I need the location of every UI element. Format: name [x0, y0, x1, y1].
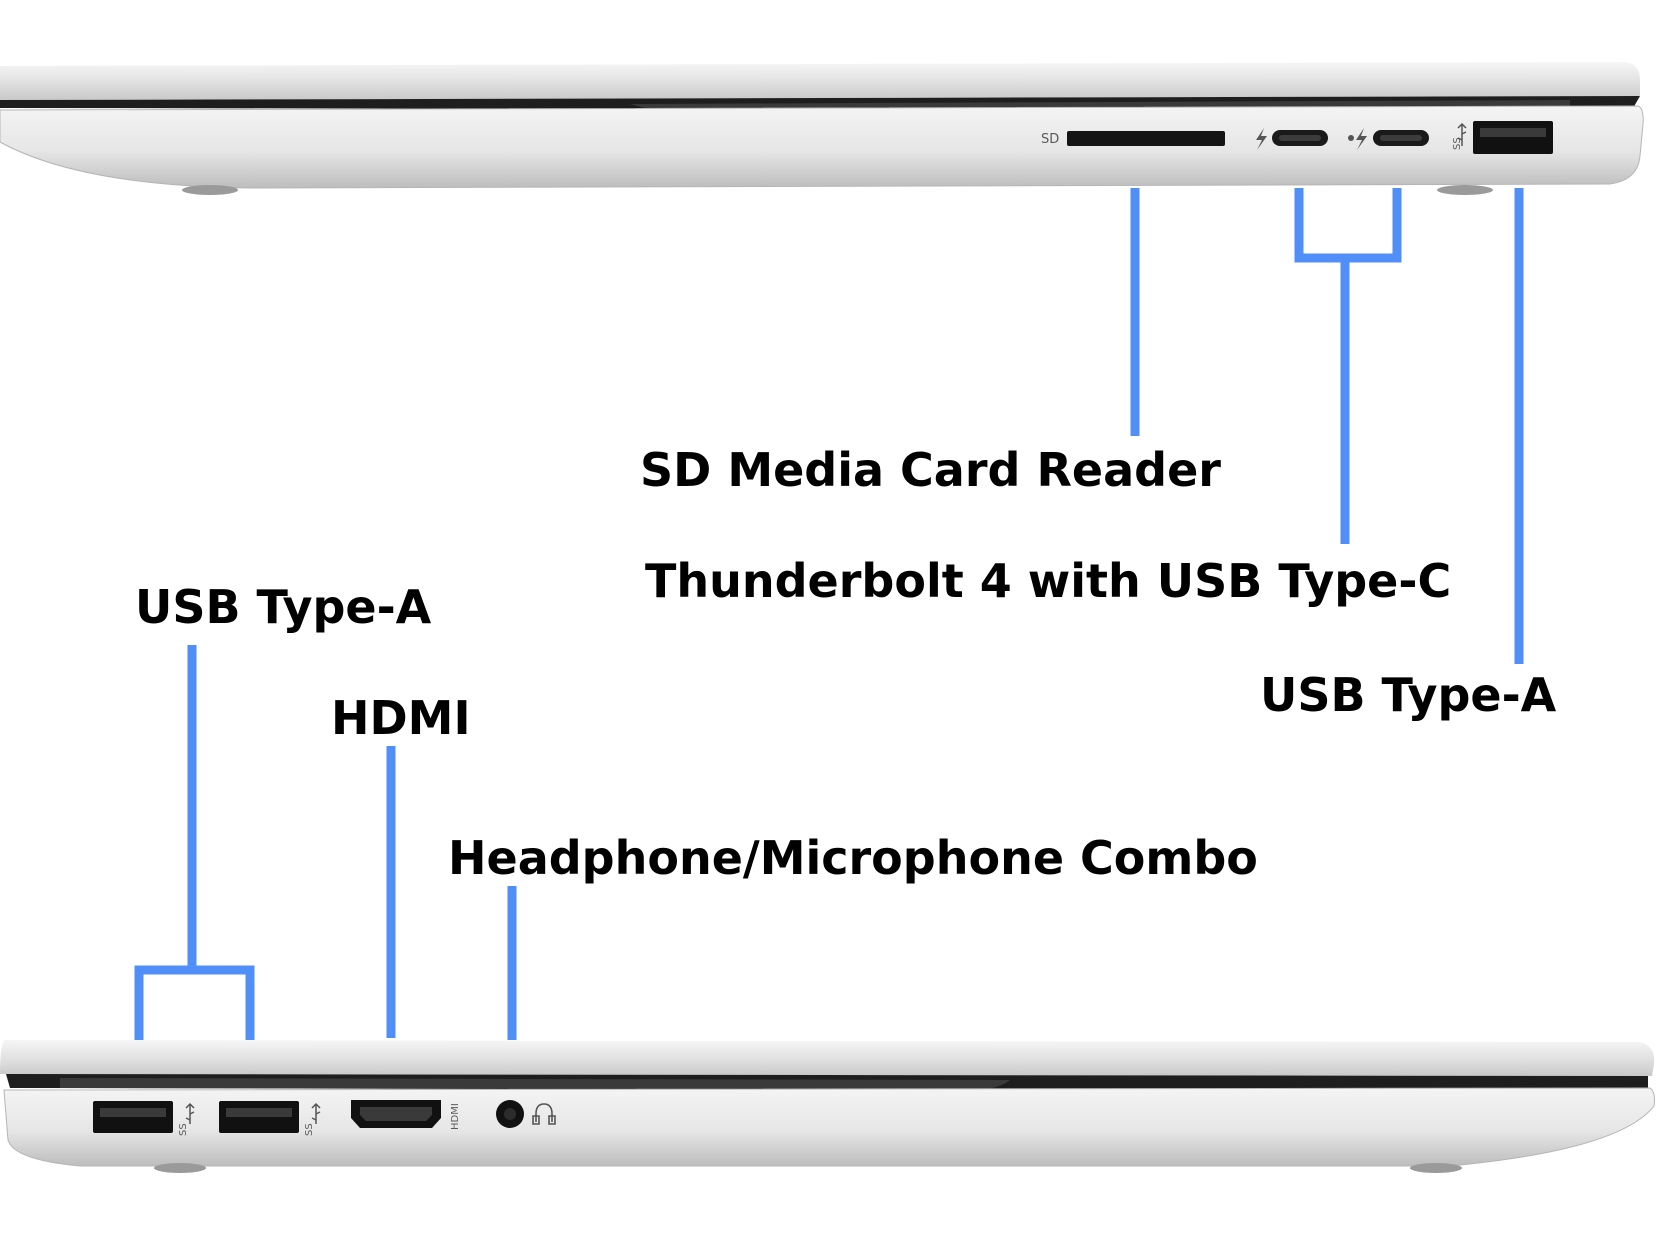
- headphone-icon: [532, 1103, 556, 1125]
- usb-speed-marking: SS: [1452, 137, 1463, 150]
- usb-speed-marking: SS: [178, 1123, 189, 1136]
- label-audio-combo: Headphone/Microphone Combo: [448, 831, 1258, 885]
- top-lid: [0, 62, 1640, 100]
- top-leader-lines: [1130, 188, 1524, 664]
- sd-marking: SD: [1041, 132, 1059, 147]
- bottom-vent: [60, 1078, 1010, 1090]
- sd-card-slot: [1067, 131, 1225, 146]
- leader-usb-c-bracket: [1294, 188, 1402, 263]
- thunderbolt-icon: [1256, 128, 1267, 150]
- label-sd-card-reader: SD Media Card Reader: [640, 443, 1221, 497]
- usb-symbol-icon: [185, 1102, 195, 1124]
- label-usb-a-right: USB Type-A: [1260, 668, 1557, 722]
- bottom-foot-left: [154, 1163, 206, 1173]
- label-thunderbolt: Thunderbolt 4 with USB Type-C: [645, 554, 1452, 608]
- top-foot-left: [182, 185, 238, 195]
- laptop-left-side: SS SS HDMI: [0, 1040, 1655, 1173]
- thunderbolt-icon: [1356, 128, 1367, 150]
- usb-symbol-icon: [311, 1102, 321, 1124]
- leader-usb-a-left-bracket: [134, 965, 255, 1040]
- usb-speed-marking: SS: [304, 1123, 315, 1136]
- bottom-foot-right: [1410, 1163, 1462, 1173]
- usb-a-port-right: [1473, 121, 1553, 154]
- top-foot-right: [1437, 185, 1493, 195]
- bottom-lid: [0, 1040, 1655, 1076]
- label-hdmi: HDMI: [331, 691, 471, 745]
- top-base: [0, 105, 1644, 189]
- hdmi-marking: HDMI: [450, 1103, 461, 1130]
- label-usb-a-left: USB Type-A: [135, 580, 432, 634]
- usb-symbol-icon: [1457, 122, 1467, 146]
- power-dot-icon: [1348, 135, 1354, 141]
- bottom-leader-lines: [134, 645, 517, 1040]
- laptop-right-side: SD SS: [0, 62, 1644, 195]
